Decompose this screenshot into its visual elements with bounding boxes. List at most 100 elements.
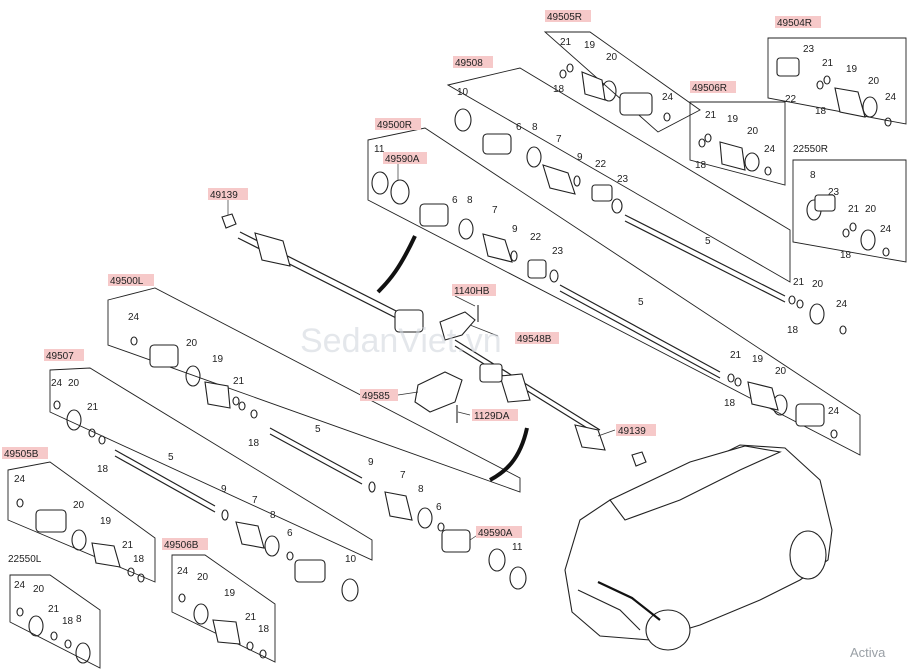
car-windshield	[609, 445, 782, 521]
num-23: 23	[617, 174, 629, 185]
num-23: 23	[552, 246, 564, 257]
num-18: 18	[553, 84, 565, 95]
watermark: SedanViet.vn	[300, 322, 502, 360]
num-24: 24	[885, 92, 897, 103]
num-9: 9	[221, 484, 227, 495]
label-49508: 49508	[455, 58, 483, 69]
num-20: 20	[775, 366, 787, 377]
label-1129DA: 1129DA	[474, 411, 510, 422]
box-49500L	[107, 287, 521, 493]
box-49504R	[767, 37, 907, 125]
num-19: 19	[846, 64, 858, 75]
num-21: 21	[48, 604, 60, 615]
num-24: 24	[764, 144, 776, 155]
num-8: 8	[810, 170, 816, 181]
label-49506R: 49506R	[692, 83, 727, 94]
boots	[91, 71, 866, 645]
num-6: 6	[436, 502, 442, 513]
num-18: 18	[787, 325, 799, 336]
num-21: 21	[560, 37, 572, 48]
num-11: 11	[374, 144, 385, 155]
box-22550L	[9, 574, 101, 669]
box-49508	[446, 67, 791, 283]
shaft-49507	[114, 449, 216, 507]
bracket	[414, 305, 479, 423]
box-49506B	[171, 554, 276, 663]
num-10: 10	[345, 554, 357, 565]
box-22550R	[792, 159, 907, 263]
num-19: 19	[727, 114, 739, 125]
num-24: 24	[51, 378, 63, 389]
label-49500R: 49500R	[377, 120, 412, 131]
label-49500L: 49500L	[110, 276, 144, 287]
car-rear-wheel	[789, 530, 827, 580]
num-18: 18	[62, 616, 74, 627]
num-8: 8	[270, 510, 276, 521]
num-20: 20	[186, 338, 198, 349]
num-6: 6	[516, 122, 522, 133]
label-49505B: 49505B	[4, 449, 39, 460]
num-11: 11	[512, 542, 523, 553]
cv-joints	[35, 57, 836, 583]
label-49505R: 49505R	[547, 12, 582, 23]
bracket-49585	[414, 371, 463, 413]
num-23: 23	[828, 187, 840, 198]
num-5: 5	[638, 297, 644, 308]
label-22550L: 22550L	[8, 554, 42, 565]
num-18: 18	[815, 106, 827, 117]
num-21: 21	[848, 204, 860, 215]
shaft-49500L	[269, 427, 363, 479]
num-19: 19	[212, 354, 224, 365]
label-49548B: 49548B	[517, 334, 552, 345]
num-20: 20	[868, 76, 880, 87]
num-8: 8	[76, 614, 82, 625]
box-49507	[49, 367, 373, 561]
num-18: 18	[248, 438, 260, 449]
num-21: 21	[87, 402, 99, 413]
num-23: 23	[803, 44, 815, 55]
boot-7-top	[542, 164, 576, 195]
num-21: 21	[705, 110, 717, 121]
num-22: 22	[785, 94, 797, 105]
num-24: 24	[880, 224, 892, 235]
num-18: 18	[258, 624, 270, 635]
num-19: 19	[752, 354, 764, 365]
shaft-center	[454, 339, 601, 431]
activate-windows-text: Activa	[850, 645, 886, 660]
label-49504R: 49504R	[777, 18, 812, 29]
num-9: 9	[512, 224, 518, 235]
num-20: 20	[865, 204, 877, 215]
num-22: 22	[530, 232, 542, 243]
box-49505B	[7, 461, 156, 583]
car-driveshaft-highlight	[597, 581, 661, 621]
num-21: 21	[122, 540, 134, 551]
car-illustration	[564, 444, 833, 651]
label-49506B: 49506B	[164, 540, 199, 551]
num-19: 19	[100, 516, 112, 527]
label-49590A-top: 49590A	[385, 154, 420, 165]
num-18: 18	[97, 464, 109, 475]
num-18: 18	[695, 160, 707, 171]
car-front-wheel	[645, 609, 691, 651]
num-21: 21	[233, 376, 245, 387]
label-49139-bottom: 49139	[618, 426, 646, 437]
link-mark-upper	[376, 235, 417, 294]
num-19: 19	[224, 588, 236, 599]
label-49590A-bottom: 49590A	[478, 528, 513, 539]
num-18: 18	[133, 554, 145, 565]
num-24: 24	[828, 406, 840, 417]
box-49506R	[689, 101, 786, 186]
joint-6-top	[482, 133, 512, 155]
num-24: 24	[177, 566, 189, 577]
num-5: 5	[168, 452, 174, 463]
num-18: 18	[724, 398, 736, 409]
num-20: 20	[606, 52, 618, 63]
part-numbers: 21 19 20 18 24 23 21 19 20 22 18 24 10 6…	[14, 37, 897, 635]
label-49507: 49507	[46, 351, 74, 362]
num-8: 8	[467, 195, 473, 206]
num-20: 20	[33, 584, 45, 595]
num-20: 20	[812, 279, 824, 290]
num-6: 6	[452, 195, 458, 206]
num-7: 7	[492, 205, 498, 216]
